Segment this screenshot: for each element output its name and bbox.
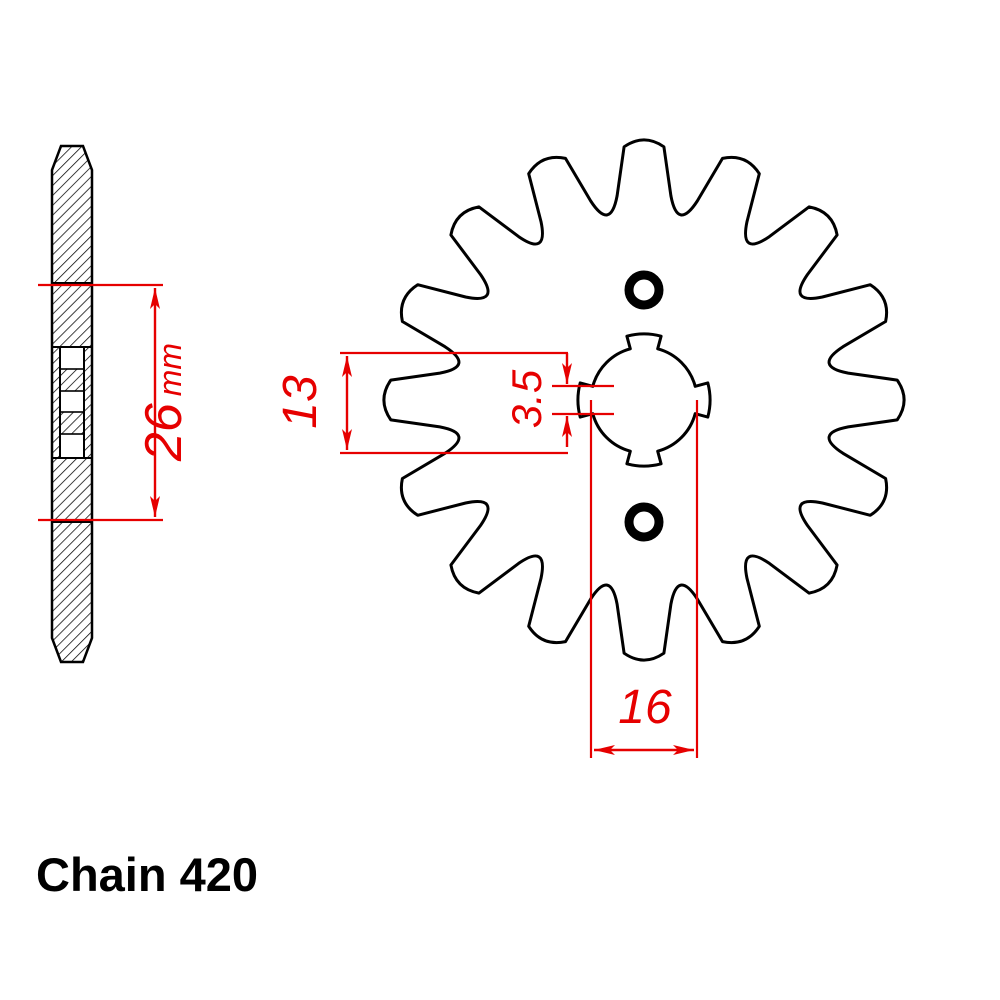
dimension-26mm: 26mm [38, 283, 193, 522]
dimension-label-16: 16 [618, 681, 672, 734]
hub-spline-block [59, 411, 85, 435]
dimension-label-26mm: 26mm [135, 343, 193, 462]
chain-size-label: Chain 420 [36, 848, 258, 901]
dimension-label-3.5: 3.5 [503, 369, 550, 428]
front-view [382, 138, 906, 662]
hub-spline-block [59, 368, 85, 392]
dimension-13: 13 [274, 351, 568, 455]
dimension-label-13: 13 [274, 375, 327, 429]
dimension-16: 16 [589, 400, 699, 758]
side-view [50, 144, 94, 664]
hub-window [59, 346, 85, 459]
mounting-hole-top [624, 270, 664, 310]
mounting-hole-bottom [624, 502, 664, 542]
spline-bore [576, 332, 712, 468]
dimension-3.5: 3.5 [503, 353, 614, 447]
